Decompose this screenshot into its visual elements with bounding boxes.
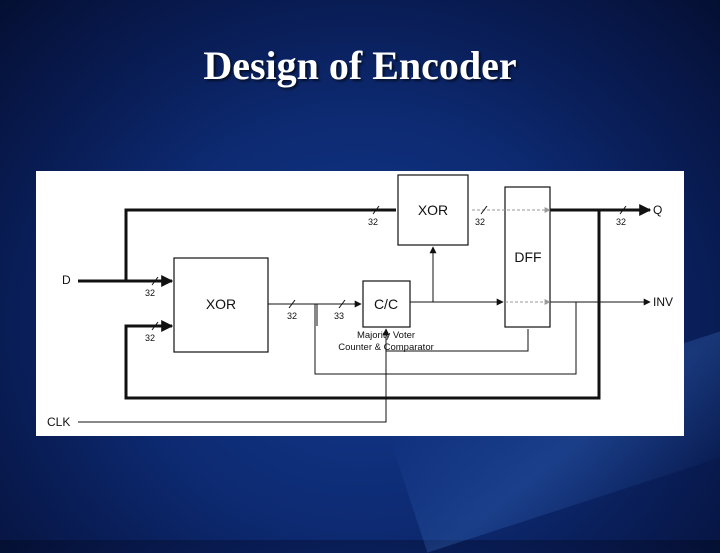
bus-width-xor-out: 32 — [287, 311, 297, 321]
bus-width-cc-in: 33 — [334, 311, 344, 321]
bus-width-slashes — [151, 205, 627, 331]
cc-caption-line2: Counter & Comparator — [338, 342, 434, 353]
xor-main-block — [173, 257, 269, 353]
signal-clk-label: CLK — [47, 415, 70, 429]
signal-q-label: Q — [653, 203, 662, 217]
thin-signals — [78, 246, 651, 423]
xor-top-label: XOR — [418, 202, 448, 218]
bus-width-xor-top-out: 32 — [475, 217, 485, 227]
bus-width-d-in: 32 — [145, 288, 155, 298]
bus-width-xor-top-in: 32 — [368, 217, 378, 227]
dff-label: DFF — [514, 249, 541, 265]
thick-buses — [78, 204, 652, 400]
diagram-canvas: XOR XOR DFF C/C — [47, 174, 673, 429]
bus-width-fb-in: 32 — [145, 333, 155, 343]
dff-dashed-paths — [472, 207, 551, 305]
cc-block — [362, 280, 411, 328]
encoder-diagram: XOR XOR DFF C/C — [36, 171, 684, 436]
cc-label: C/C — [374, 296, 398, 312]
signal-inv-label: INV — [653, 295, 673, 309]
bus-width-q-out: 32 — [616, 217, 626, 227]
xor-top-block — [397, 174, 469, 246]
xor-main-label: XOR — [206, 296, 236, 312]
slide-title: Design of Encoder — [203, 43, 517, 88]
cc-caption-line1: Majority Voter — [357, 330, 415, 341]
signal-d-label: D — [62, 273, 71, 287]
